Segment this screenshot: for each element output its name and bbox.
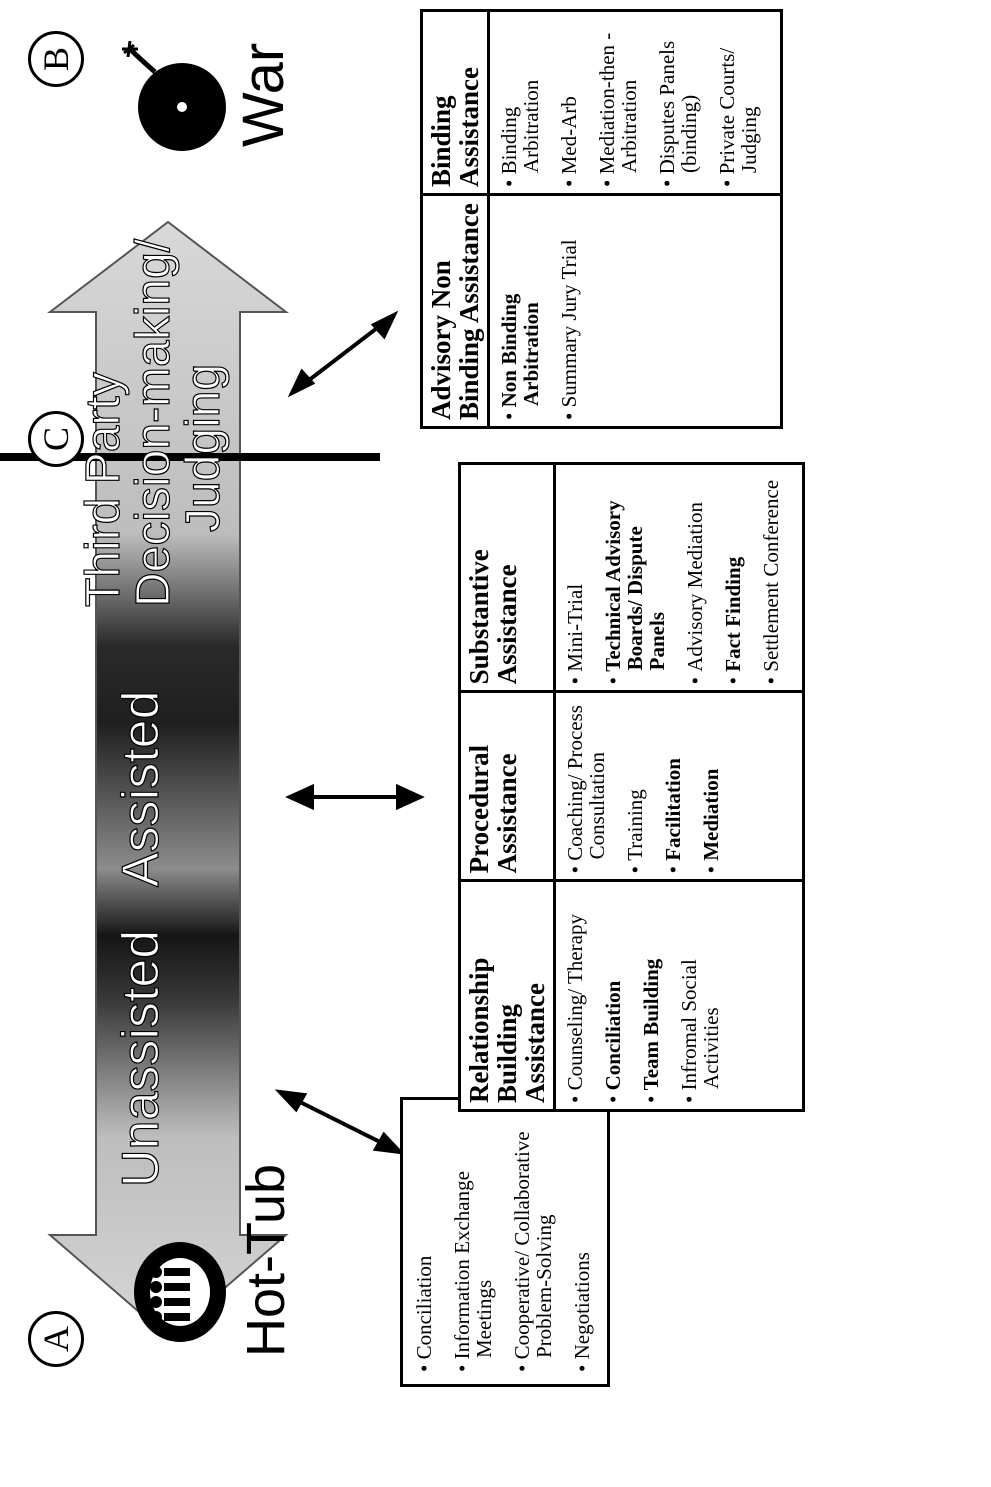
connector-arrow-unassisted bbox=[289, 1095, 391, 1149]
assisted-table-header: Relationship Building Assistance bbox=[459, 880, 555, 1111]
unassisted-item: Cooperative/ Collaborative Problem-Solvi… bbox=[510, 1112, 556, 1372]
unassisted-item: Negotiations bbox=[570, 1112, 594, 1372]
assisted-table-item: Facilitation bbox=[661, 699, 685, 873]
assisted-table-item: Team Building bbox=[639, 888, 663, 1103]
third-party-table-body-row: Non Binding Arbitration Summary Jury Tria… bbox=[488, 10, 782, 428]
assisted-table-item: Counseling/ Therapy bbox=[563, 888, 587, 1103]
unassisted-box: Conciliation Information Exchange Meeting… bbox=[400, 1097, 610, 1387]
assisted-table-header: Procedural Assistance bbox=[459, 691, 555, 881]
assisted-table-item: Fact Finding bbox=[721, 471, 745, 684]
third-party-table-header: Advisory Non Binding Assistance bbox=[421, 194, 489, 428]
arrow-shape bbox=[47, 220, 289, 1339]
assisted-table-item: Mini-Trial bbox=[563, 471, 587, 684]
third-party-table-column: Binding Arbitration Med-Arb Mediation-then… bbox=[488, 10, 782, 195]
third-party-table-item: Non Binding Arbitration bbox=[497, 202, 543, 420]
hot-tub-icon bbox=[134, 1242, 226, 1342]
unassisted-item: Information Exchange Meetings bbox=[450, 1112, 496, 1372]
third-party-table-item: Binding Arbitration bbox=[497, 18, 543, 187]
assisted-table-item: Mediation bbox=[699, 699, 723, 873]
assisted-table-column: Counseling/ Therapy Conciliation Team Buil… bbox=[554, 880, 804, 1111]
assisted-table-item: Advisory Mediation bbox=[683, 471, 707, 684]
unassisted-list: Conciliation Information Exchange Meeting… bbox=[412, 1112, 594, 1372]
third-party-table-column: Non Binding Arbitration Summary Jury Tria… bbox=[488, 194, 782, 428]
assisted-table-item: Infromal Social Activities bbox=[677, 888, 723, 1103]
assisted-table-body-row: Counseling/ Therapy Conciliation Team Buil… bbox=[554, 463, 804, 1111]
connector-arrow-third-party bbox=[298, 320, 387, 389]
assisted-table-column: Coaching/ Process Consultation Training Fa… bbox=[554, 691, 804, 881]
spectrum-arrow bbox=[0, 220, 380, 1339]
assisted-table-header: Substantive Assistance bbox=[459, 463, 555, 692]
assisted-table-item: Training bbox=[623, 699, 647, 873]
third-party-table-item: Mediation-then - Arbitration bbox=[595, 18, 641, 187]
third-party-table-item: Summary Jury Trial bbox=[557, 202, 581, 420]
assisted-table-item: Conciliation bbox=[601, 888, 625, 1103]
bomb-icon bbox=[122, 40, 226, 151]
assisted-table-item: Settlement Conference bbox=[759, 471, 783, 684]
assisted-table-item: Coaching/ Process Consultation bbox=[563, 699, 609, 873]
third-party-table-item: Private Courts/ Judging bbox=[715, 18, 761, 187]
third-party-table-header: Binding Assistance bbox=[421, 10, 489, 195]
third-party-table-item: Med-Arb bbox=[557, 18, 581, 187]
third-party-table-item: Disputes Panels (binding) bbox=[655, 18, 701, 187]
assisted-table-item: Technical Advisory Boards/ Dispute Panel… bbox=[601, 471, 669, 684]
unassisted-item: Conciliation bbox=[412, 1112, 436, 1372]
assisted-table-column: Mini-Trial Technical Advisory Boards/ Dis… bbox=[554, 463, 804, 692]
